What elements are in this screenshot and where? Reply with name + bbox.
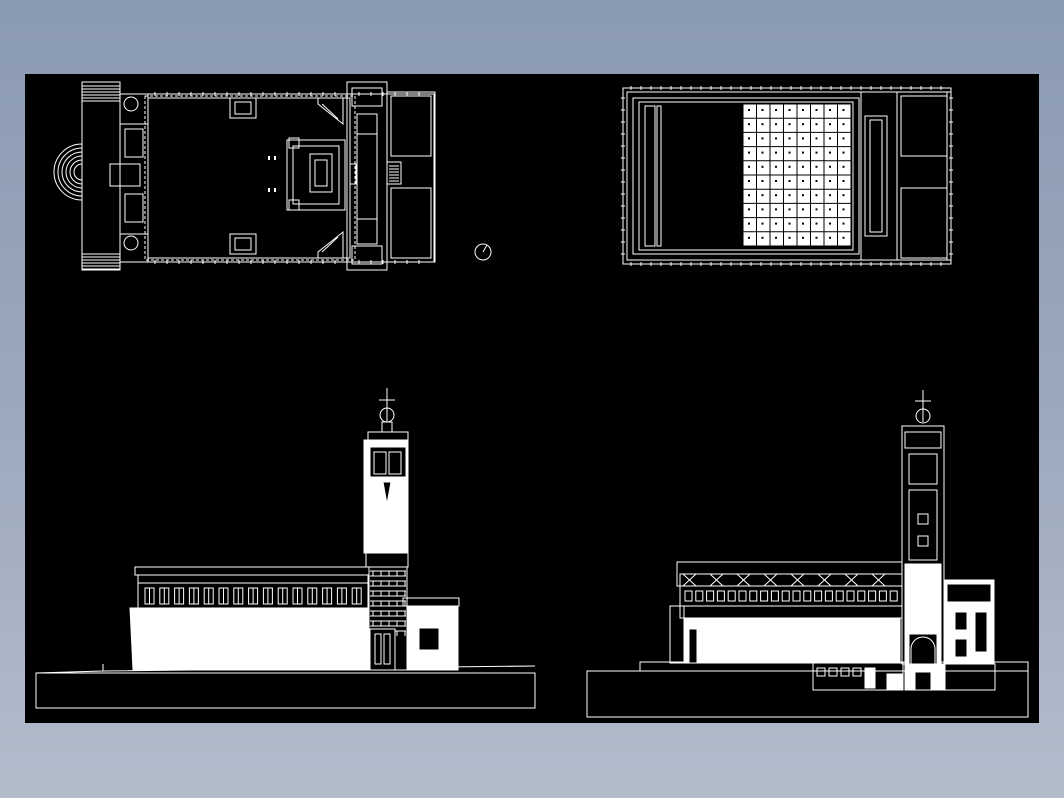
bell-tower bbox=[363, 388, 409, 671]
nave-facade bbox=[129, 566, 370, 671]
apse-steps bbox=[53, 143, 83, 201]
coffered-ceiling-grid bbox=[742, 103, 852, 247]
annex-section bbox=[943, 579, 995, 665]
lower-rooms bbox=[812, 662, 996, 691]
entrance-steps bbox=[81, 81, 121, 271]
north-arrow-icon bbox=[474, 243, 492, 261]
sacristy-annex bbox=[369, 597, 460, 671]
altar-area bbox=[286, 137, 346, 211]
rear-rooms bbox=[386, 91, 436, 263]
section-ground bbox=[586, 670, 1029, 718]
floor-plan-ground[interactable] bbox=[53, 81, 492, 271]
cad-drawing-canvas bbox=[35, 81, 1029, 718]
ground-plinth bbox=[35, 672, 536, 709]
longitudinal-section[interactable] bbox=[586, 390, 1029, 718]
nave-outer-wall bbox=[119, 93, 435, 263]
cad-model-space[interactable] bbox=[25, 74, 1039, 723]
tower-section bbox=[901, 390, 945, 665]
tower-base bbox=[346, 81, 388, 271]
reflected-ceiling-plan[interactable] bbox=[621, 86, 953, 266]
nave-section bbox=[669, 561, 903, 664]
facade-piers bbox=[109, 93, 149, 263]
side-elevation[interactable] bbox=[35, 388, 536, 709]
